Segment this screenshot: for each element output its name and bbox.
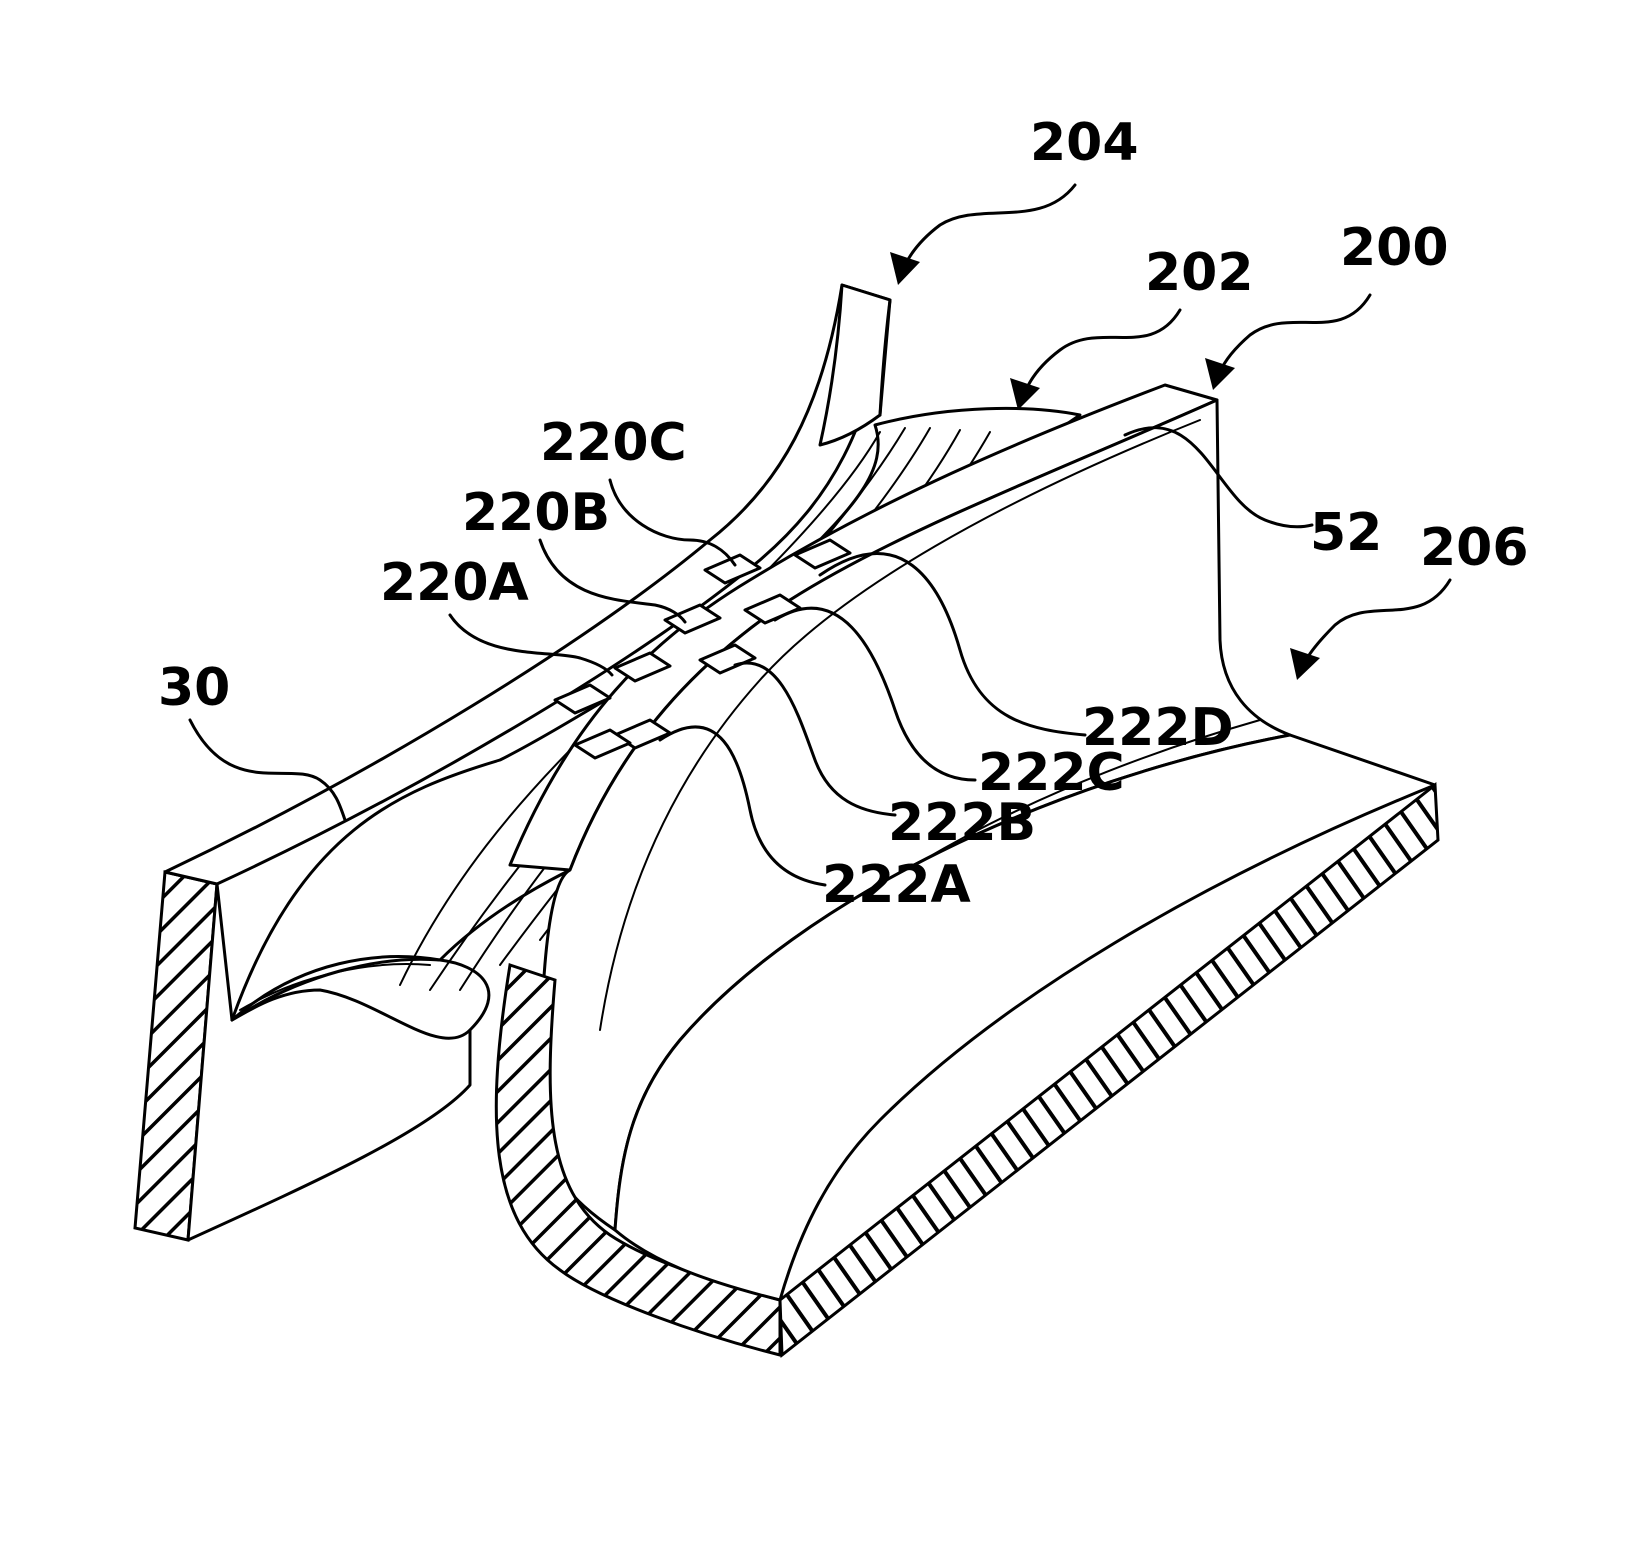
arrowhead-204: [890, 252, 920, 285]
leader-200: [1220, 295, 1370, 372]
label-220A: 220A: [380, 553, 529, 613]
label-202: 202: [1145, 243, 1254, 303]
arrowhead-206: [1290, 648, 1320, 680]
label-220C: 220C: [540, 413, 687, 473]
arrowhead-200: [1205, 358, 1235, 390]
arrowhead-202: [1010, 378, 1040, 410]
label-204: 204: [1030, 113, 1139, 173]
label-200: 200: [1340, 218, 1449, 278]
label-206: 206: [1420, 518, 1529, 578]
label-222B: 222B: [888, 793, 1036, 853]
label-220B: 220B: [462, 483, 610, 543]
leader-204: [905, 185, 1075, 265]
label-30: 30: [158, 658, 230, 718]
label-52: 52: [1310, 503, 1382, 563]
label-222A: 222A: [822, 855, 971, 915]
leader-206: [1305, 580, 1450, 662]
leader-202: [1025, 310, 1180, 392]
